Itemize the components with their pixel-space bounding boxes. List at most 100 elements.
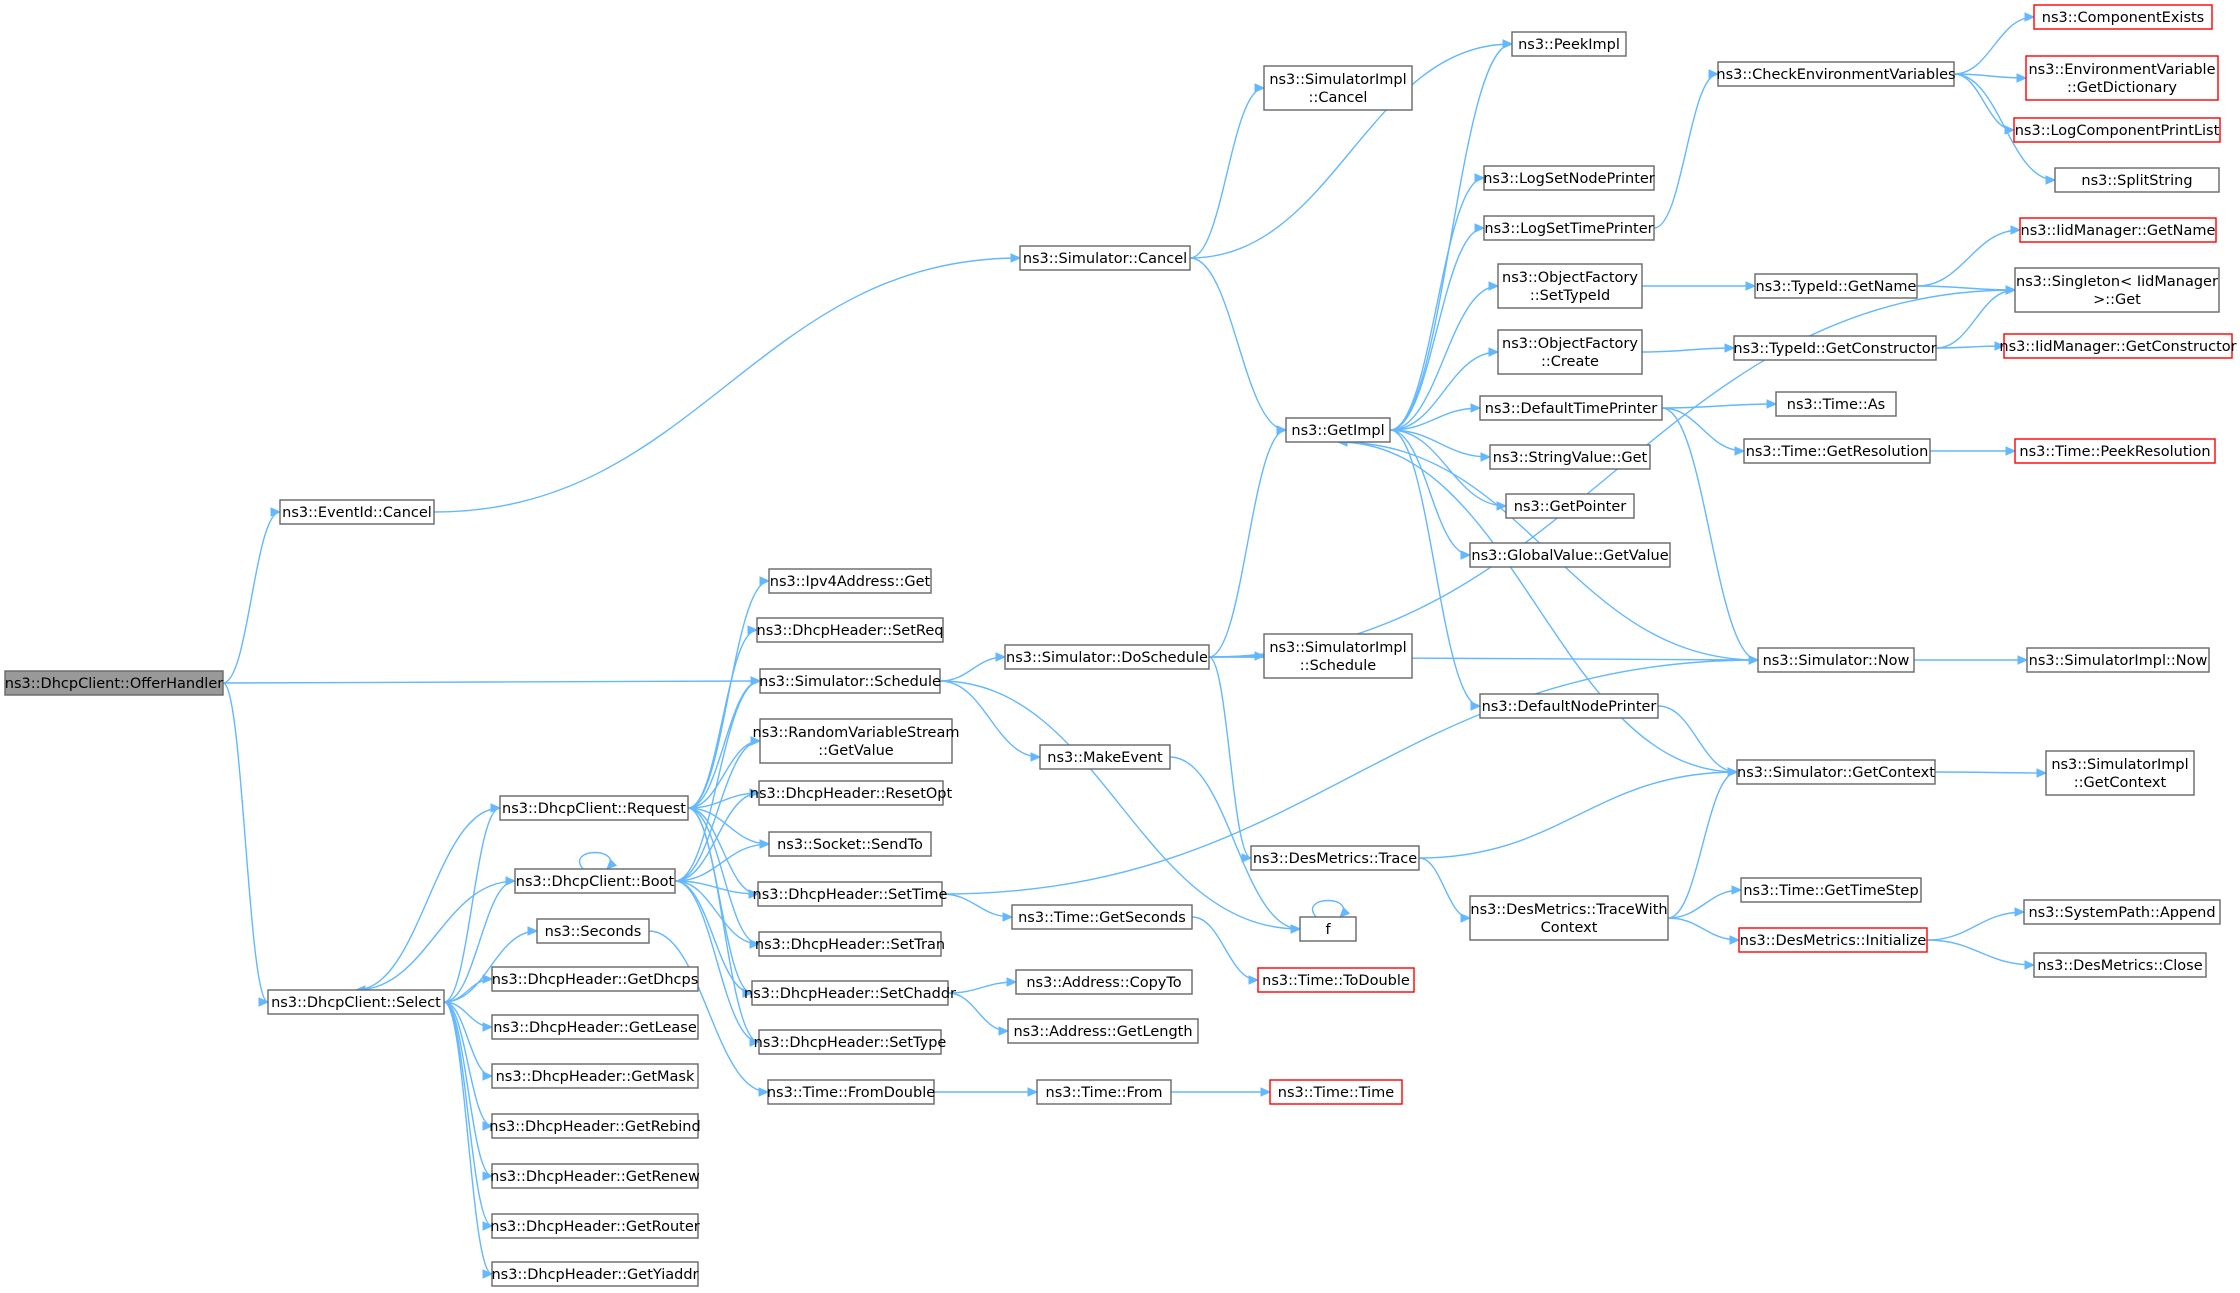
node-splitstr[interactable]: ns3::SplitString [2054,167,2220,193]
node-getrebind[interactable]: ns3::DhcpHeader::GetRebind [489,1113,701,1139]
node-simimplcancel[interactable]: ns3::SimulatorImpl::Cancel [1263,65,1413,111]
node-box [2014,267,2220,313]
node-typector[interactable]: ns3::TypeId::GetConstructor [1733,335,1937,361]
node-seconds[interactable]: ns3::Seconds [536,918,650,944]
edge-doschedule-to-getimpl-arrowhead [1276,425,1288,435]
node-label: ns3::Time::ToDouble [1262,973,1410,989]
node-getlength[interactable]: ns3::Address::GetLength [1007,1018,1199,1044]
node-settime[interactable]: ns3::DhcpHeader::SetTime [753,881,948,907]
node-settype[interactable]: ns3::DhcpHeader::SetType [754,1029,947,1055]
node-deftime[interactable]: ns3::DefaultTimePrinter [1479,395,1663,421]
node-simcancel[interactable]: ns3::Simulator::Cancel [1019,245,1191,271]
node-box [1743,438,1931,464]
node-getmask[interactable]: ns3::DhcpHeader::GetMask [491,1063,699,1089]
edge-select-to-boot [443,880,516,1003]
node-makeevent[interactable]: ns3::MakeEvent [1039,744,1171,770]
node-timegetres[interactable]: ns3::Time::GetResolution [1743,438,1931,464]
node-implnow[interactable]: ns3::SimulatorImpl::Now [2026,647,2210,673]
node-label: ns3::DhcpHeader::GetLease [493,1020,697,1036]
node-label: ns3::StringValue::Get [1493,450,1648,466]
edge-logtime-to-checkenv-arrowhead [1708,69,1720,79]
node-setreq[interactable]: ns3::DhcpHeader::SetReq [756,617,944,643]
node-typename[interactable]: ns3::TypeId::GetName [1754,273,1918,299]
edge-getimpl-to-ofcreate-arrowhead [1488,347,1500,357]
node-ipv4get[interactable]: ns3::Ipv4Address::Get [768,568,932,594]
edge-request-to-select [355,807,501,991]
node-fromdouble[interactable]: ns3::Time::FromDouble [767,1079,935,1105]
node-box [1505,493,1635,519]
edge-boot-to-boot-arrowhead [606,858,618,870]
edge-boot-to-schedule [674,680,761,882]
node-envdict[interactable]: ns3::EnvironmentVariable::GetDictionary [2025,55,2219,101]
node-box [1015,969,1193,995]
node-singleton[interactable]: ns3::Singleton< IidManager>::Get [2014,267,2220,313]
node-label: ns3::DhcpHeader::ResetOpt [750,786,953,802]
node-todouble[interactable]: ns3::Time::ToDouble [1257,967,1415,993]
node-getrenew[interactable]: ns3::DhcpHeader::GetRenew [490,1163,700,1189]
node-ofcreate[interactable]: ns3::ObjectFactory::Create [1497,329,1643,375]
edge-getimpl-to-deftime-arrowhead [1470,403,1482,413]
node-desinit[interactable]: ns3::DesMetrics::Initialize [1738,927,1928,953]
node-request[interactable]: ns3::DhcpClient::Request [499,795,689,821]
node-select[interactable]: ns3::DhcpClient::Select [267,989,445,1015]
node-getlease[interactable]: ns3::DhcpHeader::GetLease [491,1014,699,1040]
node-iidgetctor[interactable]: ns3::IidManager::GetConstructor [1999,333,2237,359]
node-defnode[interactable]: ns3::DefaultNodePrinter [1479,693,1659,719]
node-iidgetname[interactable]: ns3::IidManager::GetName [2019,217,2217,243]
node-implctx[interactable]: ns3::SimulatorImpl::GetContext [2045,750,2195,796]
node-getctx[interactable]: ns3::Simulator::GetContext [1736,759,1936,785]
node-settran[interactable]: ns3::DhcpHeader::SetTran [755,931,945,957]
node-simnow[interactable]: ns3::Simulator::Now [1757,647,1915,673]
node-doschedule[interactable]: ns3::Simulator::DoSchedule [1004,644,1210,670]
node-compexists[interactable]: ns3::ComponentExists [2033,4,2213,30]
edge-settime-to-getsec [941,893,1013,918]
edge-select-to-getdhcps-arrowhead [482,974,494,984]
node-destrace[interactable]: ns3::DesMetrics::Trace [1250,845,1420,871]
node-label: ns3::DhcpHeader::SetChaddr [744,986,956,1002]
node-ofsettype[interactable]: ns3::ObjectFactory::SetTypeId [1497,263,1643,309]
node-evcancel[interactable]: ns3::EventId::Cancel [279,499,435,525]
node-box [4,670,224,696]
node-logcomp[interactable]: ns3::LogComponentPrintList [2013,117,2221,143]
node-timetime[interactable]: ns3::Time::Time [1269,1079,1403,1105]
node-logtime[interactable]: ns3::LogSetTimePrinter [1483,215,1655,241]
node-sendto[interactable]: ns3::Socket::SendTo [768,831,932,857]
node-implschedule[interactable]: ns3::SimulatorImpl::Schedule [1263,633,1413,679]
node-gvget[interactable]: ns3::GlobalValue::GetValue [1469,542,1671,568]
node-peekres[interactable]: ns3::Time::PeekResolution [2014,438,2216,464]
edge-seconds-to-fromdouble-arrowhead [758,1087,770,1097]
node-getyiaddr[interactable]: ns3::DhcpHeader::GetYiaddr [491,1261,699,1287]
node-rvs[interactable]: ns3::RandomVariableStream::GetValue [753,718,960,764]
edge-settime-to-simnow [941,659,1759,895]
edge-boot-to-settran [674,880,760,945]
node-timeas[interactable]: ns3::Time::As [1775,391,1897,417]
node-getimpl[interactable]: ns3::GetImpl [1285,417,1391,443]
node-f[interactable]: f [1299,916,1357,942]
node-strget[interactable]: ns3::StringValue::Get [1489,444,1651,470]
node-box [2025,55,2219,101]
node-offer[interactable]: ns3::DhcpClient::OfferHandler [4,670,224,696]
node-checkenv[interactable]: ns3::CheckEnvironmentVariables [1716,61,1956,87]
node-resetopt[interactable]: ns3::DhcpHeader::ResetOpt [750,780,953,806]
node-copyto[interactable]: ns3::Address::CopyTo [1015,969,1193,995]
node-getdhcps[interactable]: ns3::DhcpHeader::GetDhcps [491,966,699,992]
edge-checkenv-to-envdict-arrowhead [2016,73,2028,83]
edge-desinit-to-syspath-arrowhead [2014,907,2026,917]
edge-getimpl-to-lognode-arrowhead [1474,173,1486,183]
node-peekimpl[interactable]: ns3::PeekImpl [1511,31,1627,57]
node-label: ns3::ObjectFactory [1502,270,1638,286]
node-desclose[interactable]: ns3::DesMetrics::Close [2033,952,2207,978]
node-boot[interactable]: ns3::DhcpClient::Boot [514,868,676,894]
node-getptr[interactable]: ns3::GetPointer [1505,493,1635,519]
node-schedule[interactable]: ns3::Simulator::Schedule [759,668,941,694]
node-lognode[interactable]: ns3::LogSetNodePrinter [1483,165,1655,191]
node-getsec[interactable]: ns3::Time::GetSeconds [1011,904,1193,930]
node-getrouter[interactable]: ns3::DhcpHeader::GetRouter [490,1213,700,1239]
node-setchaddr[interactable]: ns3::DhcpHeader::SetChaddr [744,980,956,1006]
node-box [757,881,943,907]
node-timestep[interactable]: ns3::Time::GetTimeStep [1740,877,1922,903]
node-syspath[interactable]: ns3::SystemPath::Append [2023,899,2221,925]
edge-offer-to-evcancel [222,511,281,684]
node-timefrom[interactable]: ns3::Time::From [1036,1079,1172,1105]
